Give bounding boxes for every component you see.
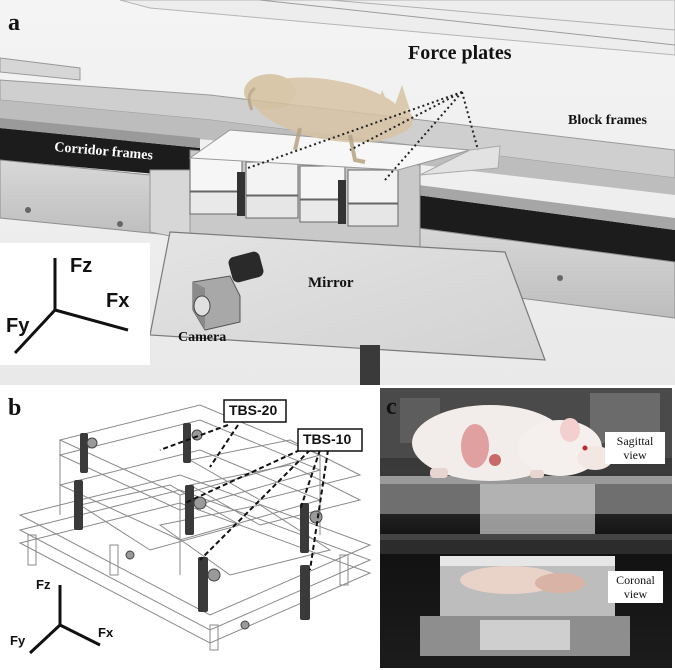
mirror-label: Mirror	[308, 275, 354, 291]
camera-label: Camera	[178, 330, 227, 345]
tbs10-callout: TBS-10	[303, 431, 352, 447]
coronal-view-label: Coronal view	[608, 571, 663, 603]
panel-c-photo: c Sagittal view Coronal view	[380, 388, 672, 668]
panel-a-letter: a	[8, 10, 20, 36]
coronal-line1: Coronal	[616, 573, 655, 587]
force-plates-label: Force plates	[408, 42, 512, 64]
rat-model	[244, 74, 413, 164]
sagittal-line2: view	[623, 448, 647, 462]
panel-b-render: b TBS-20 TBS-10 Fz Fx Fy	[0, 385, 380, 670]
transparent-force-plate-illustration	[0, 385, 380, 670]
sagittal-line1: Sagittal	[616, 434, 654, 448]
axis-a-fx-label: Fx	[106, 290, 130, 312]
axis-a-fz-label: Fz	[70, 255, 93, 277]
white-rat	[412, 405, 613, 481]
axis-b-fy-label: Fy	[10, 633, 26, 648]
axis-b-fz-label: Fz	[36, 577, 51, 592]
force-plate-rig-illustration	[0, 0, 675, 385]
sagittal-view-label: Sagittal view	[605, 432, 665, 464]
coronal-line2: view	[623, 587, 648, 601]
panel-b-letter: b	[8, 395, 22, 421]
rat-on-force-plates-photo	[380, 388, 672, 668]
panel-c-letter: c	[386, 394, 397, 420]
axis-b-fx-label: Fx	[98, 625, 114, 640]
tbs20-callout: TBS-20	[229, 402, 278, 418]
camera-model	[192, 251, 264, 331]
block-frames-label: Block frames	[568, 113, 647, 128]
panel-a-render: a Force plates Block frames Corridor fra…	[0, 0, 675, 385]
axis-a-fy-label: Fy	[6, 315, 30, 337]
